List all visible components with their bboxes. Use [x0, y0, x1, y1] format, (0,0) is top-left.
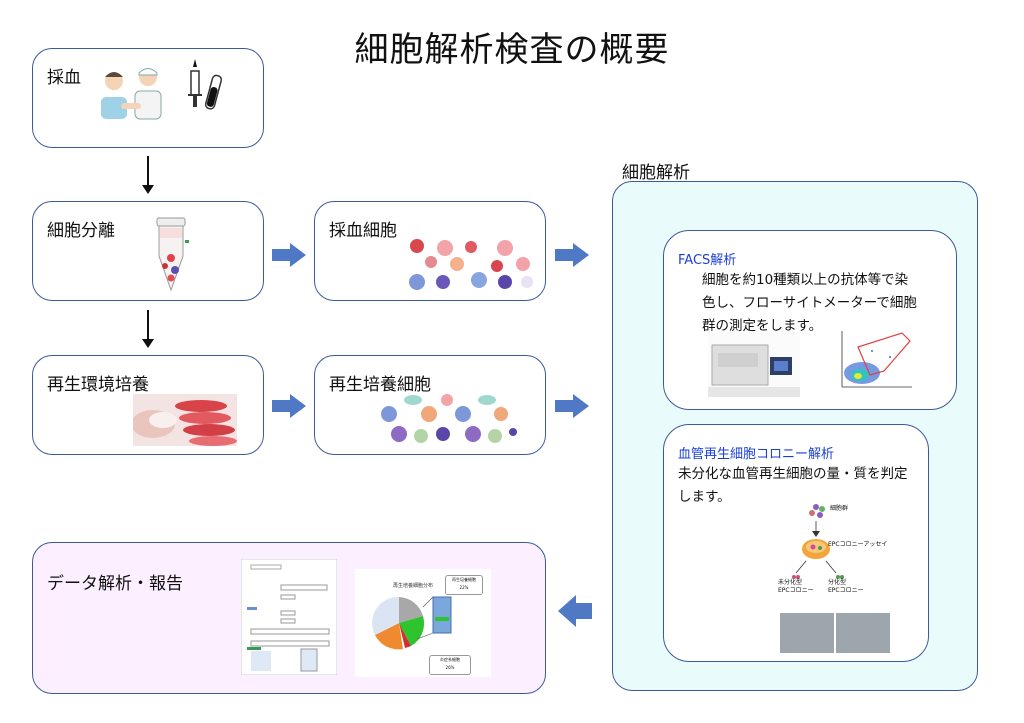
facs-title: FACS解析 — [678, 253, 737, 268]
regen-cells-illustration — [381, 394, 517, 443]
epc-card: 血管再生細胞コロニー解析 未分化な血管再生細胞の量・質を判定 します。 細胞群 … — [663, 424, 929, 662]
epc-undiff-label: 未分化型 EPCコロニー — [778, 579, 814, 595]
nurse-patient-illustration — [101, 68, 162, 120]
step-regen-cells: 再生培養細胞 — [314, 355, 546, 455]
syringe-tube-icon — [188, 59, 223, 110]
epc-assay-label: EPCコロニーアッセイ — [828, 541, 888, 548]
callout-top-pct: 22% — [459, 585, 469, 590]
blood-cells-illustration — [409, 239, 533, 290]
right-arrow — [555, 243, 589, 267]
analysis-panel-title: 細胞解析 — [622, 163, 690, 183]
facs-text-line: 細胞を約10種類以上の抗体等で染 — [702, 272, 909, 288]
facs-text: 細胞を約10種類以上の抗体等で染 色し、フローサイトメーターで細胞 群の測定をし… — [702, 269, 917, 338]
flow-cytometer-photo — [708, 331, 800, 397]
callout-bottom: 炎症系細胞 26% — [429, 655, 471, 675]
epc-text-line: 未分化な血管再生細胞の量・質を判定 — [678, 466, 908, 482]
step-regen-culture: 再生環境培養 — [32, 355, 264, 455]
facs-scatter-plot — [841, 331, 912, 388]
callout-bottom-label: 炎症系細胞 — [440, 657, 460, 662]
callout-top: 再生培養細胞 22% — [445, 575, 483, 595]
centrifuge-tube-icon — [156, 217, 189, 292]
epc-assay-diagram — [792, 504, 844, 579]
epc-title: 血管再生細胞コロニー解析 — [678, 447, 835, 462]
step-cell-separation: 細胞分離 — [32, 201, 264, 301]
epc-text: 未分化な血管再生細胞の量・質を判定 します。 — [678, 463, 908, 509]
epc-diff-label-line2: EPCコロニー — [828, 587, 864, 594]
epc-text-line: します。 — [678, 489, 731, 505]
epc-cells-label: 細胞群 — [830, 505, 849, 512]
epc-undiff-label-line2: EPCコロニー — [778, 587, 814, 594]
step-label: 採血 — [47, 68, 81, 88]
facs-text-line: 色し、フローサイトメーターで細胞 — [702, 295, 917, 311]
right-arrow — [555, 394, 589, 418]
down-arrow — [142, 310, 154, 348]
report-pie-chart: 再生培養細胞分布 再生培養細胞 22% 炎症系細胞 26% — [355, 569, 491, 677]
callout-bottom-pct: 26% — [445, 665, 455, 670]
step-label: 再生培養細胞 — [329, 375, 431, 395]
epc-undiff-label-line1: 未分化型 — [778, 579, 803, 586]
step-report: データ解析・報告 再生培養細胞分布 再生培養細胞 22% — [32, 542, 546, 694]
step-label: 細胞分離 — [47, 221, 115, 241]
micrograph-undifferentiated — [780, 613, 834, 653]
analysis-panel: FACS解析 細胞を約10種類以上の抗体等で染 色し、フローサイトメーターで細胞… — [612, 181, 978, 691]
step-label: データ解析・報告 — [47, 574, 183, 594]
report-sheet-thumbnail — [241, 559, 337, 675]
micrograph-differentiated — [836, 613, 890, 653]
right-arrow — [272, 243, 306, 267]
step-label: 採血細胞 — [329, 221, 397, 241]
left-arrow — [558, 595, 592, 627]
epc-diff-label-line1: 分化型 — [828, 579, 847, 586]
step-blood-cells: 採血細胞 — [314, 201, 546, 301]
callout-top-label: 再生培養細胞 — [452, 577, 476, 582]
facs-card: FACS解析 細胞を約10種類以上の抗体等で染 色し、フローサイトメーターで細胞… — [663, 230, 957, 410]
pie-chart-graphic — [372, 596, 452, 650]
page-title: 細胞解析検査の概要 — [354, 30, 670, 70]
epc-diff-label: 分化型 EPCコロニー — [828, 579, 864, 595]
step-label: 再生環境培養 — [47, 375, 149, 395]
culture-dishes-photo — [133, 394, 237, 446]
step-blood-draw: 採血 — [32, 48, 264, 148]
right-arrow — [272, 394, 306, 418]
down-arrow — [142, 156, 154, 194]
facs-text-line: 群の測定をします。 — [702, 318, 823, 334]
pie-chart-title: 再生培養細胞分布 — [393, 583, 434, 589]
